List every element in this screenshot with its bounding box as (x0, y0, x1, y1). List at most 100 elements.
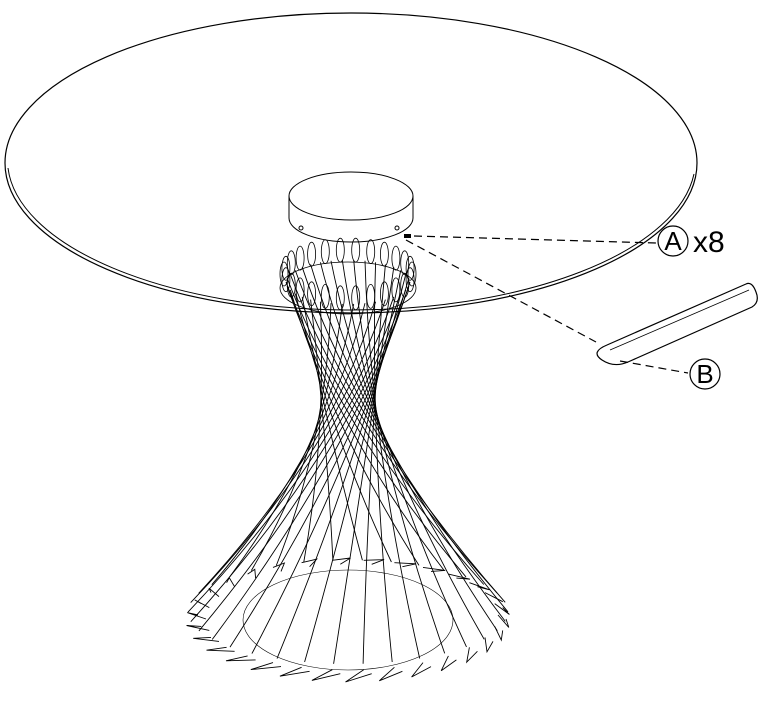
callout-a-quantity: x8 (693, 226, 725, 259)
wire-loop (286, 250, 296, 276)
wire-petal (226, 576, 235, 587)
wire-loop (351, 237, 361, 263)
wire-strand (211, 303, 366, 585)
wire-petal (494, 603, 510, 615)
wire-petal (247, 568, 257, 579)
screw-hole (298, 225, 304, 231)
wire-loop (281, 267, 291, 293)
wire-loop (307, 281, 317, 307)
wire-strand (341, 260, 467, 648)
wire-strand (190, 299, 386, 603)
wire-strand (294, 270, 506, 603)
wire-strand (198, 289, 407, 632)
wire-petal (206, 646, 235, 652)
wire-loop (366, 239, 376, 265)
wire-strand (229, 303, 355, 578)
wire-strand (289, 273, 498, 594)
wire-loop (405, 267, 415, 293)
wire-petal (301, 558, 319, 568)
wire-strand (286, 277, 485, 585)
wire-petal (332, 557, 351, 565)
wire-strand (301, 296, 363, 561)
wire-petal (440, 655, 457, 672)
wire-loop (295, 245, 305, 271)
wire-strand (362, 264, 386, 664)
wire-petal (497, 614, 510, 628)
screw (404, 234, 411, 238)
wire-loop (405, 255, 415, 281)
wire-petal (422, 566, 446, 572)
wire-petal (208, 587, 220, 597)
callout-a-letter: A (664, 226, 682, 256)
wire-strand (301, 267, 509, 613)
wire-strand (303, 301, 322, 563)
wire-pedestal-base (186, 237, 510, 683)
wire-strand (286, 285, 445, 571)
wire-loop (379, 281, 389, 307)
wire-strand (310, 299, 334, 561)
wire-loop (407, 261, 417, 287)
wire-petal (311, 669, 341, 681)
screw-hole (394, 225, 400, 231)
glass-tabletop (4, 12, 698, 314)
wire-petal (345, 669, 372, 683)
callout-b: B (689, 358, 721, 390)
wire-petal (225, 655, 256, 662)
wire-petal (279, 666, 310, 677)
wire-petal (411, 662, 432, 678)
wire-petal (194, 599, 210, 608)
leader-lines (405, 235, 689, 374)
wire-petal (494, 626, 504, 642)
wire-strand (285, 281, 467, 578)
wire-strand (275, 303, 332, 566)
wire-petal (394, 562, 417, 568)
leader-line-a (413, 235, 657, 244)
wire-loop (307, 241, 317, 267)
wire-strand (373, 262, 393, 663)
wire-loop (400, 250, 410, 276)
wire-petal (187, 612, 207, 620)
wire-strand (276, 273, 407, 659)
wire-petal (484, 637, 494, 654)
wire-loop (320, 239, 330, 265)
wire-strand (198, 301, 377, 594)
wire-strand (353, 260, 446, 654)
wire-strand (187, 296, 395, 613)
wire-petal (465, 647, 478, 664)
wire-loop (320, 283, 330, 309)
wire-loop (400, 272, 410, 298)
wire-loop (286, 272, 296, 298)
callout-a: A x8 (657, 225, 725, 259)
wire-strand (333, 267, 395, 664)
wire-petal (272, 562, 286, 572)
wire-loop (335, 285, 345, 311)
wire-petal (363, 559, 385, 565)
wire-loop (391, 277, 401, 303)
wire-loop (335, 237, 345, 263)
wire-loop (281, 255, 291, 281)
wire-petal (186, 625, 210, 631)
wire-petal (379, 666, 403, 682)
wire-strand (364, 260, 421, 659)
wire-petal (448, 573, 471, 580)
wire-strand (251, 277, 410, 654)
top-mounting-plate (288, 171, 414, 243)
wire-petal (484, 592, 504, 603)
leader-line-b-screw (405, 239, 597, 343)
wire-loop (279, 261, 289, 287)
callout-b-letter: B (696, 359, 713, 389)
wire-strand (229, 281, 411, 648)
wire-petal (193, 636, 220, 642)
wire-loop (379, 241, 389, 267)
wire-loop (366, 283, 376, 309)
wire-strand (304, 270, 402, 663)
wire-loop (391, 245, 401, 271)
leader-line-b-key (619, 360, 689, 374)
wire-strand (211, 285, 410, 640)
wire-loop (351, 285, 361, 311)
wire-petal (469, 582, 490, 591)
wire-petal (250, 662, 282, 671)
wire-loop (295, 277, 305, 303)
allen-key (596, 282, 758, 366)
